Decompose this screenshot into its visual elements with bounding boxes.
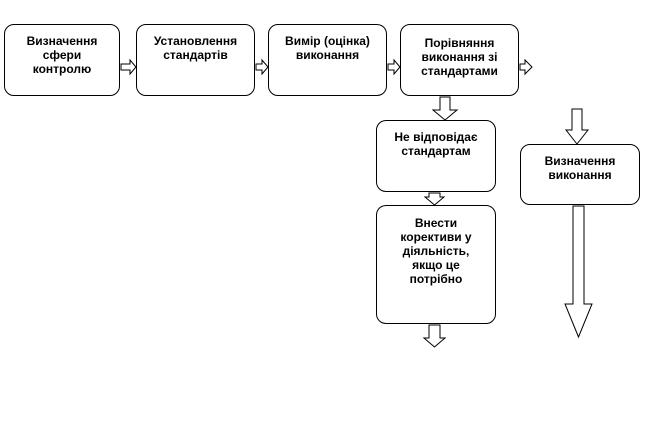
arrow-n4-to-n5 bbox=[431, 96, 459, 121]
arrow-n4-out-right bbox=[519, 58, 533, 76]
node-measure-performance: Вимір (оцінка) виконання bbox=[268, 24, 387, 96]
node-label: Вимір (оцінка) виконання bbox=[285, 34, 370, 62]
node-make-corrections: Внести корективи у діяльність, якщо це п… bbox=[376, 205, 496, 324]
node-compare-with-standards: Порівняння виконання зі стандартами bbox=[400, 24, 519, 96]
arrow-into-n6 bbox=[564, 108, 590, 145]
arrow-n6-down-long bbox=[564, 205, 593, 339]
arrow-n1-to-n2 bbox=[120, 58, 137, 76]
arrow-n7-down bbox=[422, 324, 447, 348]
node-label: Установлення стандартів bbox=[153, 34, 238, 62]
node-label: Не відповідає стандартам bbox=[394, 130, 478, 158]
arrow-n3-to-n4 bbox=[387, 58, 401, 76]
node-label: Визначення сфери контролю bbox=[26, 34, 98, 76]
arrow-n2-to-n3 bbox=[255, 58, 269, 76]
node-label: Порівняння виконання зі стандартами bbox=[421, 36, 498, 78]
node-determine-performance: Визначення виконання bbox=[520, 144, 640, 205]
node-define-control-scope: Визначення сфери контролю bbox=[4, 24, 120, 96]
node-label: Визначення виконання bbox=[544, 154, 616, 182]
arrow-n5-to-n7 bbox=[423, 192, 446, 206]
node-label: Внести корективи у діяльність, якщо це п… bbox=[400, 216, 472, 286]
node-set-standards: Установлення стандартів bbox=[136, 24, 255, 96]
node-does-not-meet-standards: Не відповідає стандартам bbox=[376, 120, 496, 192]
